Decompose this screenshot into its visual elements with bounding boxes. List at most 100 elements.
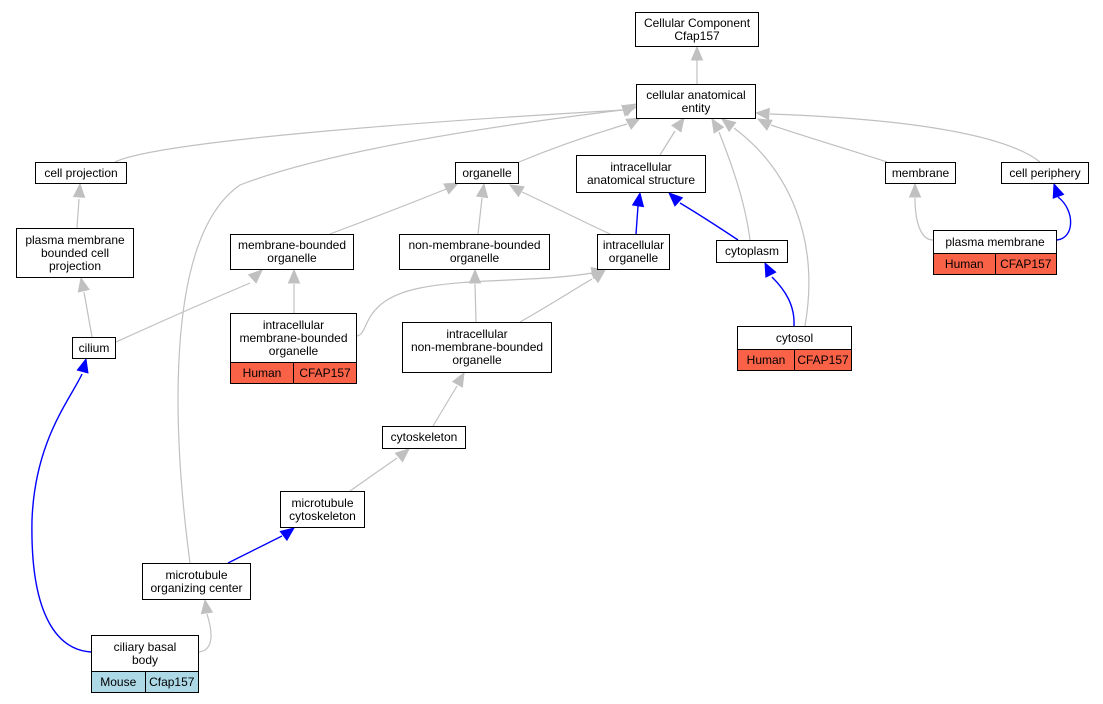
node-cytosol[interactable]: cytosol Human CFAP157: [737, 326, 852, 371]
species-tag[interactable]: Mouse: [92, 672, 145, 692]
node-label: cilium: [78, 340, 110, 355]
node-label: Cellular Component Cfap157: [643, 15, 751, 43]
node-label: cytoskeleton: [390, 430, 458, 444]
species-tag[interactable]: Human: [231, 363, 293, 383]
edge-io-ias-arrowhead: [631, 191, 645, 208]
node-non-membrane-bounded-organelle[interactable]: non-membrane-bounded organelle: [399, 234, 550, 270]
node-label: membrane: [891, 165, 950, 180]
edge-membrane-cae-arrowhead: [756, 118, 773, 131]
edge-plasmamembrane-membrane-arrowhead: [908, 182, 922, 198]
edge-membrane-cae: [770, 124, 888, 163]
node-label: intracellular organelle: [602, 238, 665, 265]
node-membrane-bounded-organelle[interactable]: membrane-bounded organelle: [230, 234, 354, 270]
node-intracellular-non-membrane-bounded-organelle[interactable]: intracellular non-membrane-bounded organ…: [402, 322, 552, 373]
edge-mtoc-mtcytoskeleton-arrowhead: [279, 527, 296, 542]
node-label: membrane-bounded organelle: [237, 238, 347, 265]
edge-mtoc-cae-arrowhead: [621, 104, 638, 117]
edge-inmbo-io: [519, 278, 593, 323]
edge-cytosol-cae: [733, 127, 810, 327]
edge-mtcytoskeleton-cytoskeleton: [349, 457, 398, 492]
edge-io-organelle: [521, 191, 611, 235]
node-label: plasma membrane bounded cell projection: [25, 232, 125, 273]
edge-mtoc-cae: [177, 109, 623, 564]
edge-mtcytoskeleton-cytoskeleton-arrowhead: [394, 448, 410, 463]
edge-plasmamembrane-cellperiphery: [1056, 196, 1072, 241]
node-cell-projection[interactable]: cell projection: [35, 162, 127, 184]
edge-cilium-pmbcp-arrowhead: [77, 276, 90, 293]
node-plasma-membrane-bounded-cell-projection[interactable]: plasma membrane bounded cell projection: [16, 228, 134, 278]
gene-tag[interactable]: CFAP157: [794, 350, 851, 370]
edge-cytosol-cytoplasm-arrowhead: [764, 261, 777, 278]
edge-cytosol-cytoplasm: [771, 276, 795, 327]
node-label: microtubule cytoskeleton: [289, 495, 356, 523]
node-intracellular-membrane-bounded-organelle[interactable]: intracellular membrane-bounded organelle…: [230, 313, 357, 384]
edge-ias-cae-arrowhead: [671, 116, 685, 133]
node-label: microtubule organizing center: [150, 567, 243, 595]
node-label: non-membrane-bounded organelle: [408, 238, 541, 265]
node-plasma-membrane[interactable]: plasma membrane Human CFAP157: [933, 230, 1057, 275]
edge-plasmamembrane-cellperiphery-arrowhead: [1052, 182, 1065, 199]
edge-mtoc-mtcytoskeleton: [227, 535, 283, 564]
edge-nmbo-organelle-arrowhead: [475, 182, 489, 199]
node-label: organelle: [462, 165, 512, 180]
edge-cellperiphery-cae: [769, 113, 1041, 163]
gene-tag[interactable]: CFAP157: [994, 254, 1056, 274]
node-cilium[interactable]: cilium: [72, 337, 116, 359]
node-label: intracellular non-membrane-bounded organ…: [410, 327, 544, 367]
node-organelle[interactable]: organelle: [455, 162, 519, 184]
edge-basalbody-cilium-arrowhead: [76, 357, 89, 374]
edge-cytoplasm-ias: [679, 202, 739, 241]
edge-cytosol-cae-arrowhead: [720, 118, 737, 133]
edge-pmbcp-cellprojection-arrowhead: [72, 182, 86, 198]
edge-cellperiphery-cae-arrowhead: [754, 107, 770, 121]
edge-inmbo-nmbo-arrowhead: [468, 268, 482, 284]
species-tag[interactable]: Human: [738, 350, 794, 370]
node-cellular-anatomical-entity[interactable]: cellular anatomical entity: [636, 84, 756, 119]
node-microtubule-cytoskeleton[interactable]: microtubule cytoskeleton: [280, 491, 365, 528]
edge-io-ias: [635, 205, 639, 235]
node-label: cell periphery: [1009, 165, 1081, 180]
node-label: intracellular membrane-bounded organelle: [239, 317, 348, 358]
node-cytoskeleton[interactable]: cytoskeleton: [382, 426, 466, 449]
edge-pmbcp-cellprojection: [76, 198, 80, 229]
node-label: ciliary basal body: [113, 639, 177, 667]
edge-inmbo-io-arrowhead: [590, 269, 607, 284]
gene-tag[interactable]: Cfap157: [144, 672, 198, 692]
edge-basalbody-cilium: [31, 373, 92, 653]
edge-mbo-organelle-arrowhead: [443, 182, 460, 195]
edge-cytoskeleton-inmbo: [432, 385, 458, 427]
edge-inmbo-nmbo: [474, 283, 477, 323]
node-cell-periphery[interactable]: cell periphery: [1001, 162, 1089, 184]
edge-cilium-pmbcp: [83, 291, 93, 338]
node-label: plasma membrane: [945, 234, 1045, 249]
node-intracellular-organelle[interactable]: intracellular organelle: [597, 234, 670, 270]
node-ciliary-basal-body[interactable]: ciliary basal body Mouse Cfap157: [91, 635, 199, 693]
edge-cilium-mbo-arrowhead: [247, 269, 263, 284]
edge-cytoplasm-cae-arrowhead: [711, 117, 725, 134]
node-label: cytoplasm: [724, 244, 780, 258]
edge-ias-cae: [659, 130, 676, 156]
node-label: cytosol: [775, 330, 814, 345]
edge-cellprojection-cae: [114, 109, 625, 163]
edge-cae-root-arrowhead: [690, 45, 704, 61]
node-label: cellular anatomical entity: [646, 87, 746, 115]
edge-cilium-mbo: [115, 282, 251, 343]
node-cytoplasm[interactable]: cytoplasm: [716, 240, 788, 263]
edge-mbo-organelle: [329, 188, 447, 235]
edge-cytoplasm-ias-arrowhead: [668, 192, 684, 207]
node-membrane[interactable]: membrane: [885, 162, 956, 184]
species-tag[interactable]: Human: [934, 254, 995, 274]
edge-cytoplasm-cae: [718, 131, 751, 241]
edge-imbo-io: [356, 272, 593, 337]
node-microtubule-organizing-center[interactable]: microtubule organizing center: [142, 563, 251, 600]
gene-tag[interactable]: CFAP157: [293, 363, 356, 383]
edge-nmbo-organelle: [477, 197, 483, 235]
node-label: cell projection: [44, 165, 118, 180]
edge-basalbody-mtoc-arrowhead: [200, 598, 214, 615]
edge-cytoskeleton-inmbo-arrowhead: [451, 371, 465, 388]
edge-imbo-mbo-arrowhead: [287, 268, 301, 284]
node-cellular-component-root[interactable]: Cellular Component Cfap157: [635, 12, 759, 47]
node-intracellular-anatomical-structure[interactable]: intracellular anatomical structure: [576, 155, 706, 193]
edge-organelle-cae: [518, 123, 628, 163]
